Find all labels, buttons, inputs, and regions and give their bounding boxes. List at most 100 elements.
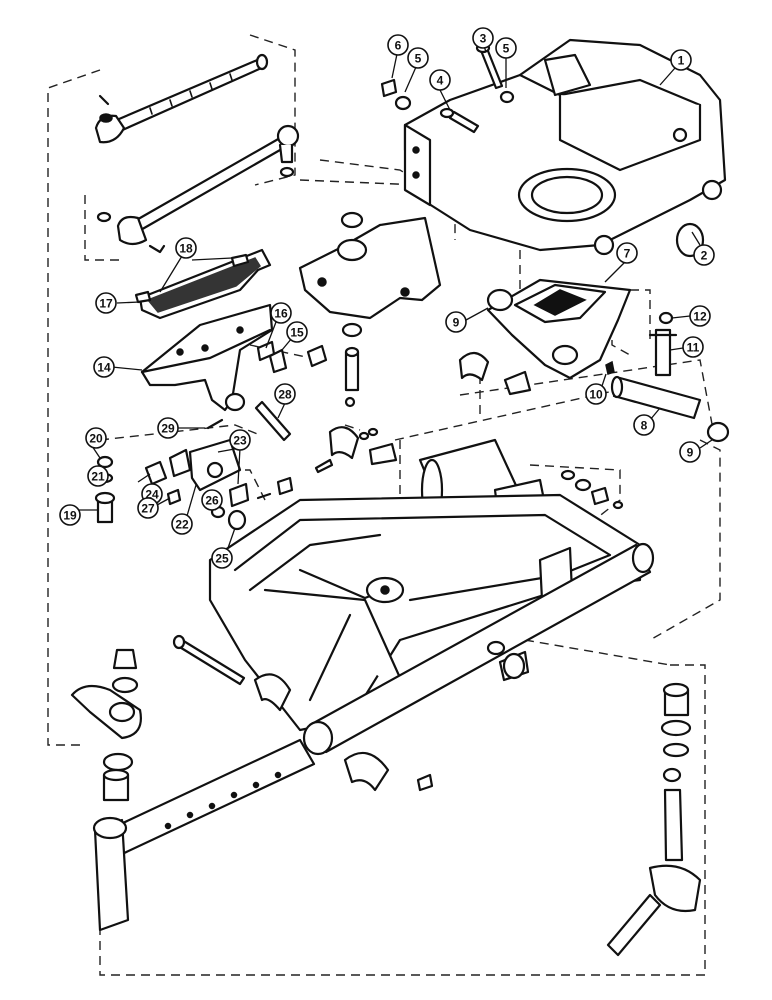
callout-number: 14 (97, 361, 111, 375)
callout-number: 23 (233, 434, 247, 448)
callout-number: 11 (687, 341, 700, 355)
callout-circle (95, 292, 117, 314)
callout-11: 11 (682, 336, 704, 358)
wedge-upper (253, 673, 292, 712)
callout-number: 2 (701, 249, 708, 263)
callout-14: 14 (93, 356, 115, 378)
callout-circle (670, 49, 692, 71)
snap-ring-9-upper (486, 288, 514, 312)
callout-number: 15 (290, 326, 304, 340)
callout-number: 4 (437, 74, 444, 88)
nut-12 (658, 311, 674, 325)
callout-number: 20 (89, 432, 103, 446)
callout-5: 5 (407, 47, 429, 69)
callout-21: 21 (87, 465, 109, 487)
clamp-parts (314, 351, 532, 474)
callout-2: 2 (693, 244, 715, 266)
callout-27: 27 (137, 497, 159, 519)
callout-number: 27 (141, 502, 155, 516)
callout-circle (211, 547, 233, 569)
callout-number: 29 (161, 422, 175, 436)
callout-bubbles: 1234556789910111214151617181920212223242… (59, 27, 715, 569)
callout-number: 25 (215, 552, 229, 566)
tie-rod-upper (94, 53, 269, 144)
callout-number: 26 (205, 494, 219, 508)
callout-23: 23 (229, 429, 251, 451)
long-bolt (172, 634, 246, 686)
callout-number: 7 (624, 247, 631, 261)
callout-circle (93, 356, 115, 378)
callout-circle (633, 414, 655, 436)
wedge-lower (343, 751, 390, 792)
callout-29: 29 (157, 417, 179, 439)
callout-20: 20 (85, 427, 107, 449)
callout-25: 25 (211, 547, 233, 569)
callout-number: 19 (63, 509, 77, 523)
axle-main-tube (302, 542, 655, 756)
callout-number: 8 (641, 419, 648, 433)
spindle (606, 682, 702, 957)
callout-circle (87, 465, 109, 487)
drag-link (96, 124, 300, 254)
callout-16: 16 (270, 302, 292, 324)
callout-circle (429, 69, 451, 91)
callout-circle (693, 244, 715, 266)
callout-9: 9 (445, 311, 467, 333)
callout-9: 9 (679, 441, 701, 463)
callout-number: 9 (453, 316, 460, 330)
callout-5: 5 (495, 37, 517, 59)
callout-circle (286, 321, 308, 343)
nut-lower (416, 773, 434, 792)
callout-circle (171, 513, 193, 535)
bolt-11 (654, 328, 672, 377)
callout-circle (270, 302, 292, 324)
callout-15: 15 (286, 321, 308, 343)
snap-ring-9-lower (706, 421, 730, 443)
callout-circle (472, 27, 494, 49)
callout-circle (229, 429, 251, 451)
callout-26: 26 (201, 489, 223, 511)
callout-number: 1 (678, 54, 685, 68)
screw-10 (605, 360, 615, 375)
axle-frame (208, 493, 642, 732)
axle-support-bracket (140, 303, 274, 412)
callout-circle (616, 242, 638, 264)
callout-number: 28 (278, 388, 292, 402)
washer-5 (499, 90, 515, 104)
callout-6: 6 (387, 34, 409, 56)
callout-circle (679, 441, 701, 463)
callout-circle (387, 34, 409, 56)
washer-5b (394, 95, 412, 111)
callout-8: 8 (633, 414, 655, 436)
callout-28: 28 (274, 383, 296, 405)
callout-number: 21 (91, 470, 105, 484)
callout-7: 7 (616, 242, 638, 264)
callout-circle (137, 497, 159, 519)
callout-12: 12 (689, 305, 711, 327)
callout-circle (85, 427, 107, 449)
callout-10: 10 (585, 383, 607, 405)
callout-3: 3 (472, 27, 494, 49)
pivot-pin (610, 375, 702, 420)
callout-19: 19 (59, 504, 81, 526)
steering-arm (70, 648, 142, 802)
callout-circle (59, 504, 81, 526)
nut-icon (99, 113, 113, 123)
callout-circle (407, 47, 429, 69)
callout-circle (175, 237, 197, 259)
callout-number: 9 (687, 446, 694, 460)
nut-6 (380, 78, 398, 98)
callout-17: 17 (95, 292, 117, 314)
bolster-casting (298, 211, 442, 408)
callout-4: 4 (429, 69, 451, 91)
callout-circle (495, 37, 517, 59)
callout-18: 18 (175, 237, 197, 259)
callout-circle (274, 383, 296, 405)
gusset-bracket (134, 248, 272, 320)
callout-number: 3 (480, 32, 487, 46)
axle-extension-tube (92, 738, 316, 932)
callout-circle (585, 383, 607, 405)
callout-circle (445, 311, 467, 333)
callout-number: 22 (175, 518, 189, 532)
